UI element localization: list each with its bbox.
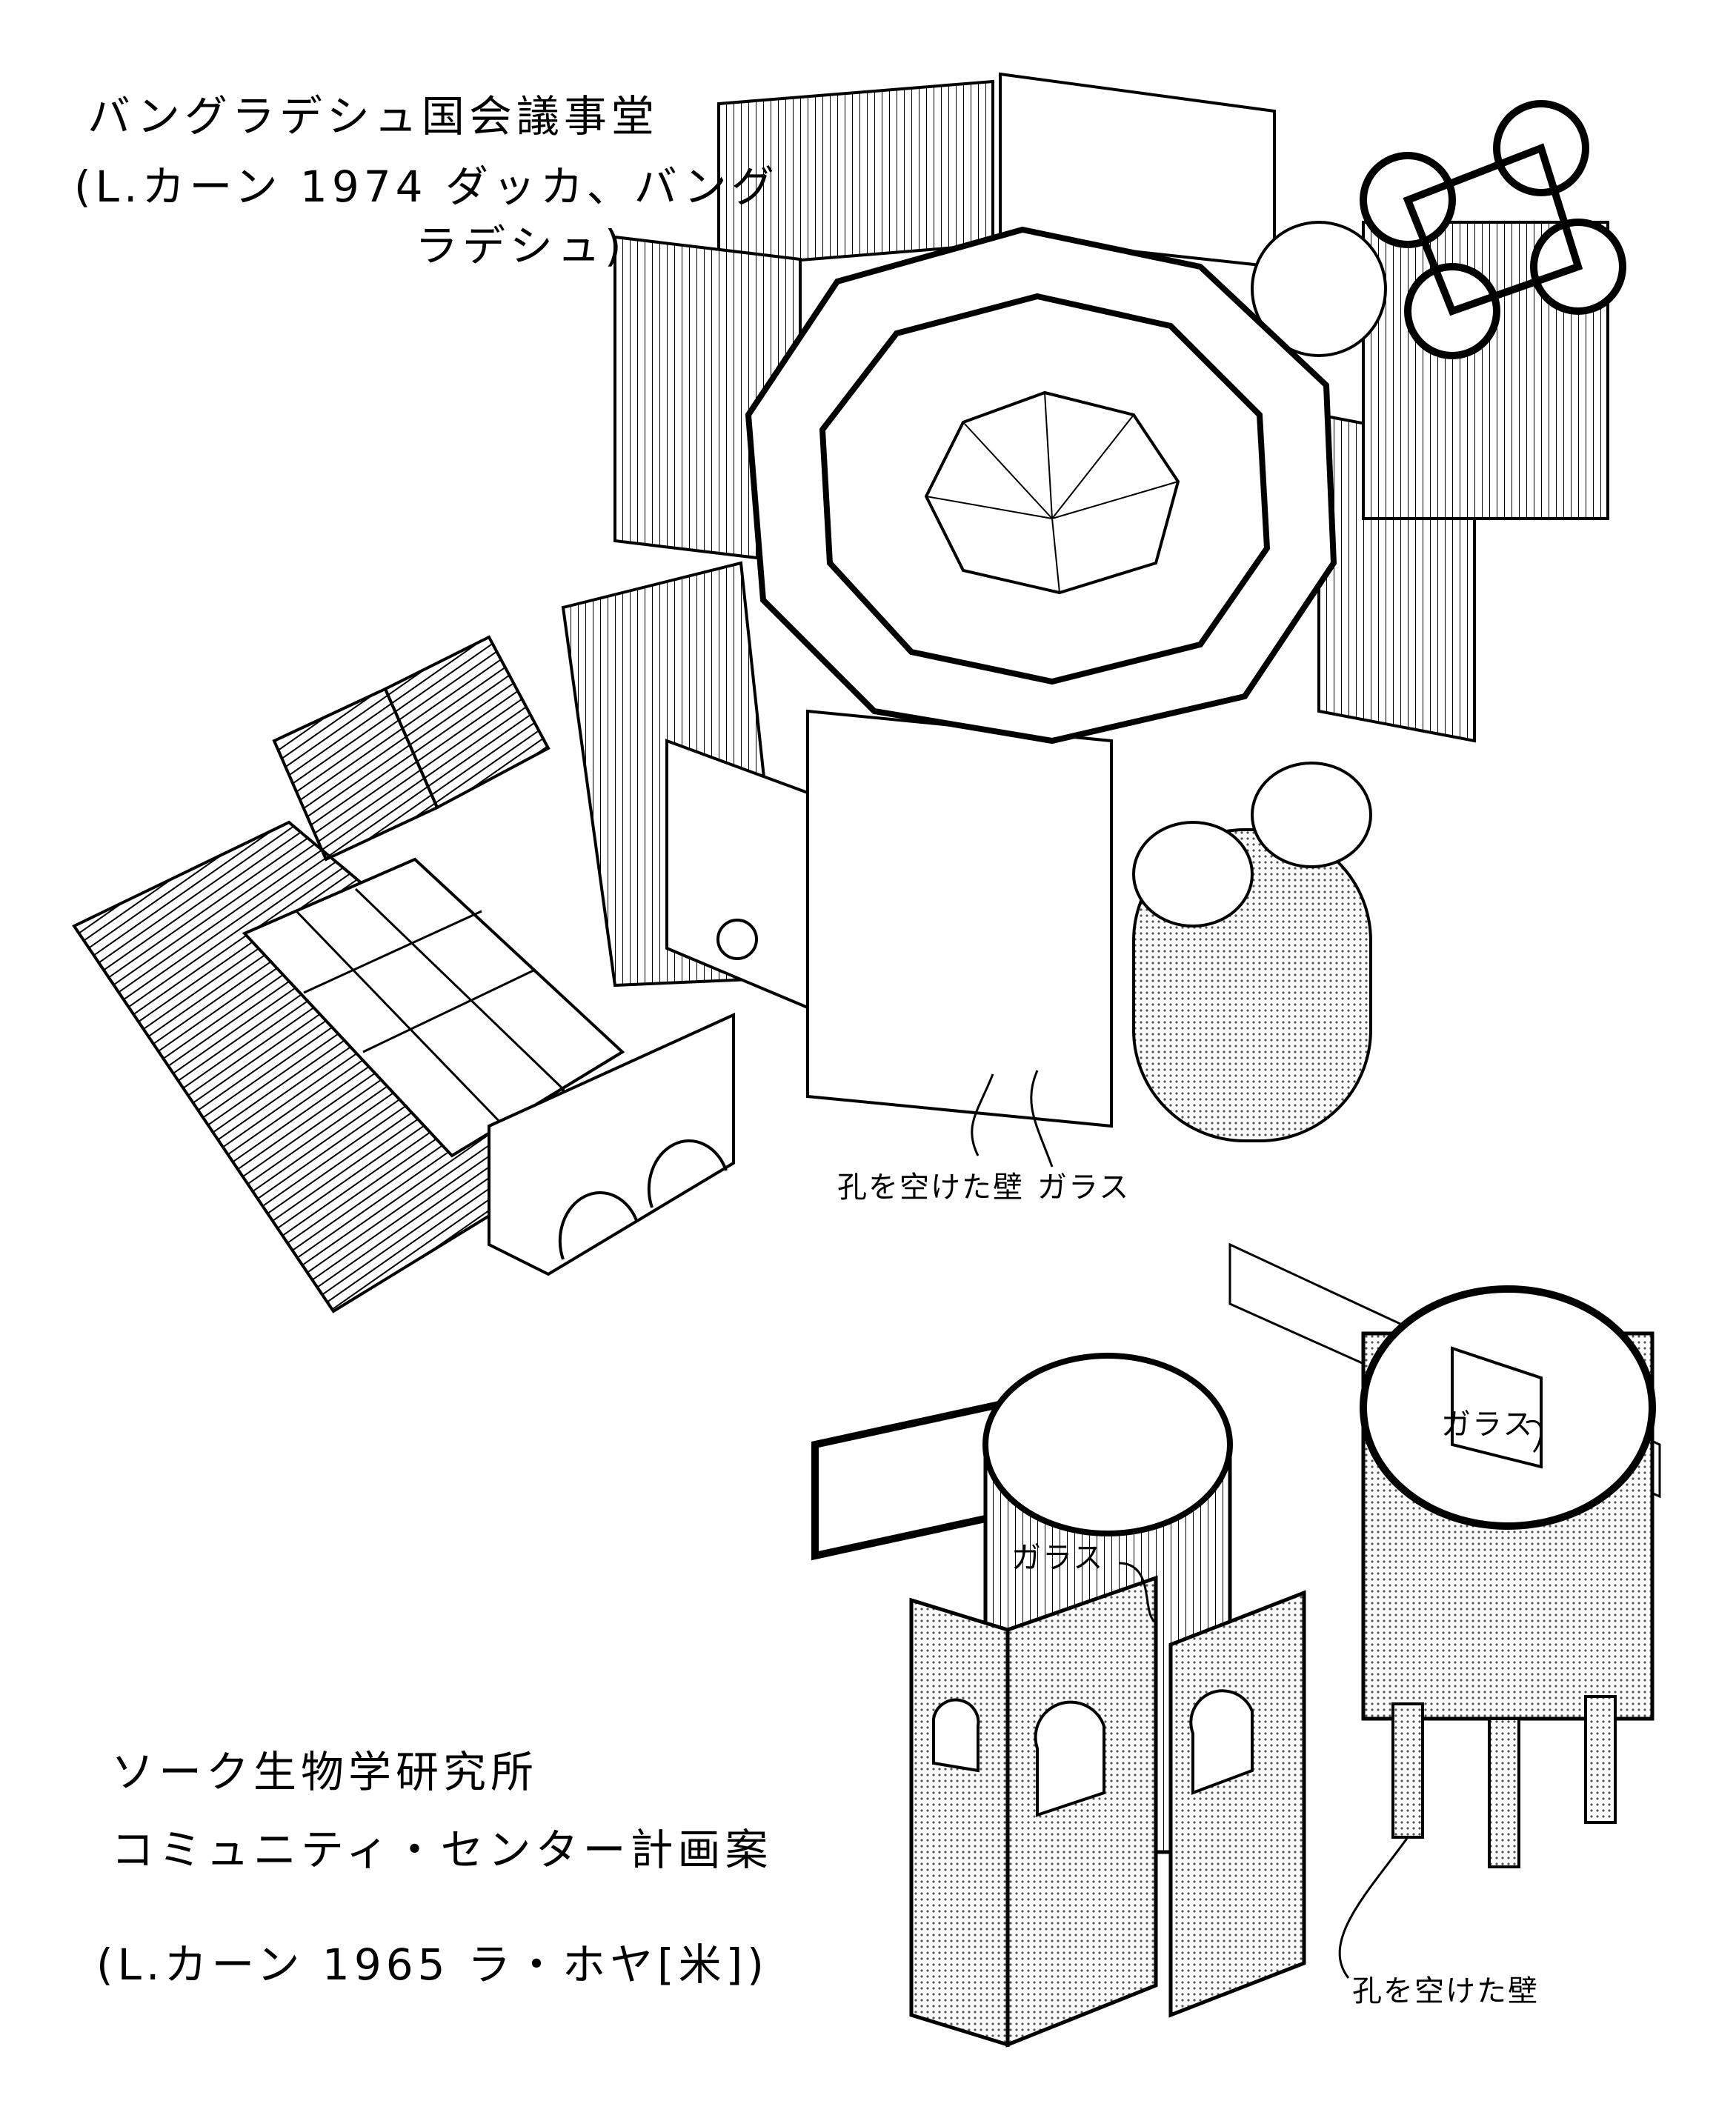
front-perforated-wall-2 [1005, 1575, 1158, 2048]
stair-block-2 [383, 635, 551, 810]
mosque-roof [1360, 100, 1626, 359]
label-perforated-wall: 孔を空けた壁 [837, 1170, 1024, 1205]
assembly-title: バングラデシュ国会議事堂 [87, 91, 659, 141]
front-perforated-wall-3 [1168, 1590, 1306, 2018]
front-perforated-wall-1 [909, 1597, 1010, 2048]
south-block [806, 709, 1113, 1128]
salk-caption: (L.カーン 1965 ラ・ホヤ[米]) [96, 1939, 768, 1990]
leader-line-wall [971, 1073, 994, 1156]
leader-line-glass-left [1118, 1562, 1157, 1624]
plaza-floor [242, 857, 625, 1158]
arch-windows [932, 1689, 1254, 1817]
leader-line-wall [1338, 1836, 1409, 1979]
entrance-wall [665, 739, 809, 1010]
plaza-grid [295, 888, 565, 1128]
national-assembly-drawing [72, 72, 1626, 1313]
wall-opening [716, 919, 758, 960]
left-cylinder-top [982, 1353, 1233, 1536]
label-glass-right: ガラス [1441, 1408, 1534, 1442]
label-perforated-wall-2: 孔を空けた壁 [1352, 1974, 1539, 2008]
cylinder-top-1 [1132, 821, 1254, 928]
assembly-caption-line2: ラデシュ) [415, 221, 626, 271]
semicircle-tower [1251, 221, 1387, 357]
label-glass: ガラス [1037, 1170, 1131, 1205]
salk-community-center-drawing [811, 1242, 1661, 2048]
right-cylinder-legs [1391, 1695, 1617, 1868]
label-glass-left: ガラス [1011, 1541, 1105, 1575]
chamber-ribs [925, 392, 1179, 593]
salk-title-line2: コミュニティ・センター計画案 [111, 1825, 773, 1875]
leader-line-glass-right [1526, 1419, 1543, 1453]
leader-line-glass [1030, 1070, 1054, 1168]
assembly-caption-line1: (L.カーン 1974 ダッカ、バング [74, 161, 779, 212]
arch-block [488, 1012, 735, 1276]
arch-openings [558, 1139, 728, 1260]
right-inner-core [1451, 1346, 1543, 1469]
cylinder-top-2 [1251, 762, 1372, 868]
salk-title-line1: ソーク生物学研究所 [111, 1747, 539, 1797]
